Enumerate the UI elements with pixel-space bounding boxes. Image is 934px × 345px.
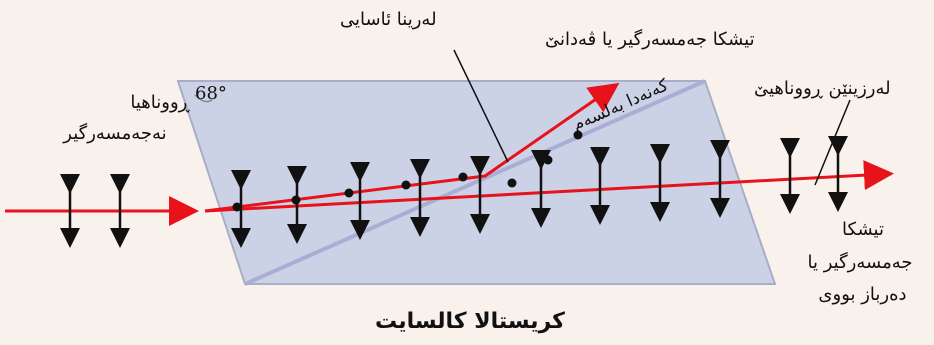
unpolarized-light-label-line1: ڕووناهیا	[130, 92, 190, 113]
extraordinary-ray-label: تیشکا جەمسەرگیر یا ڤەدانێ	[545, 29, 755, 50]
angle-arc	[194, 94, 213, 103]
polarization-dot	[344, 188, 354, 198]
ordinary-line-label: لەرینا ئاسایی	[340, 9, 437, 30]
polarization-dot	[507, 178, 517, 188]
ordinary-ray-label-line3: دەرباز بووی	[818, 284, 907, 305]
polarization-dot	[543, 155, 553, 165]
vibration-arrows	[60, 136, 848, 248]
ordinary-ray-label-line1: تیشکا	[842, 219, 884, 240]
angle-label: 68°	[195, 83, 227, 104]
crystal-caption: کریستالا کالسایت	[375, 309, 565, 334]
polarization-dot	[573, 130, 583, 140]
leader-vibration	[814, 99, 851, 186]
polarization-dot	[458, 172, 468, 182]
unpolarized-light-label-line2: نەجەمسەرگیر	[63, 123, 167, 144]
polarization-dot	[401, 180, 411, 190]
ordinary-ray-label-line2: جەمسەرگیر یا	[807, 252, 913, 273]
light-vibration-label: لەرزینێن ڕووناهیێ	[754, 78, 891, 99]
leader-ordinary-line	[453, 49, 509, 163]
